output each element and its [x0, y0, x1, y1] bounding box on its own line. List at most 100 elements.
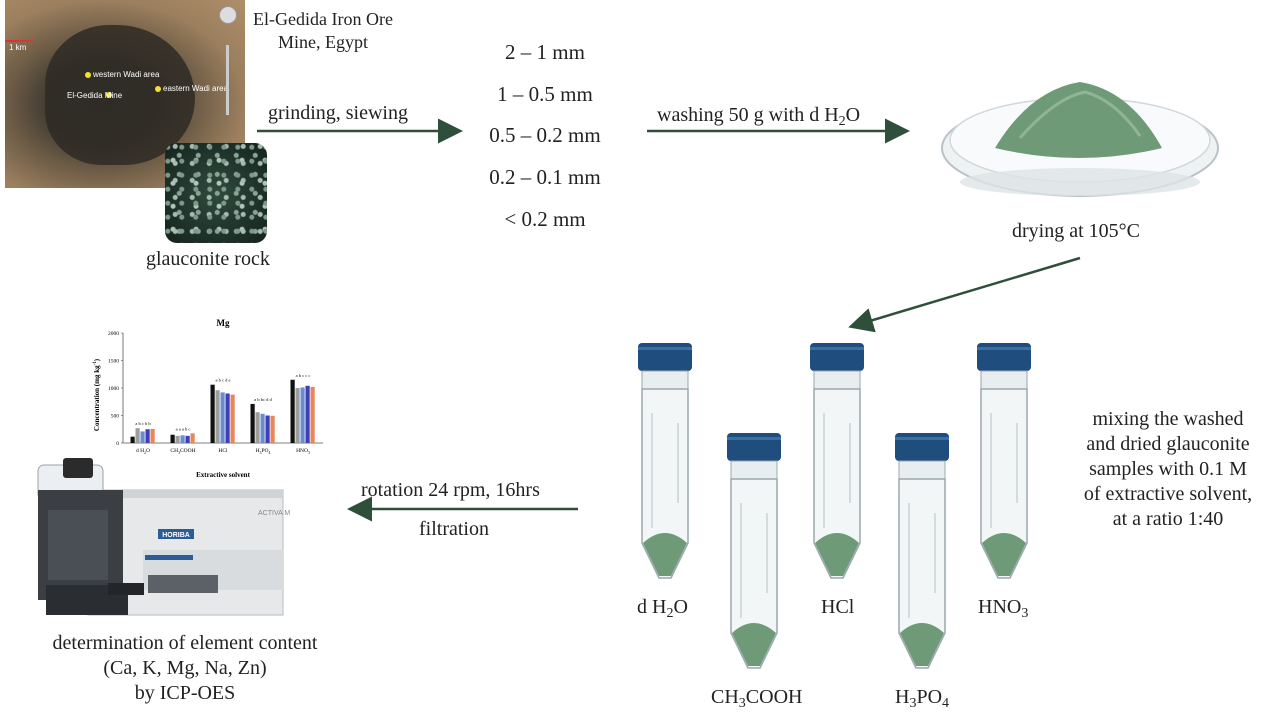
rock-label: glauconite rock — [146, 248, 270, 270]
map-zoom-slider[interactable] — [226, 45, 229, 115]
instrument-brand: HORIBA — [162, 532, 190, 539]
drying-label: drying at 105°C — [1012, 220, 1140, 242]
grinding-label: grinding, siewing — [268, 102, 408, 124]
chart-bar — [150, 428, 155, 443]
chart-category-label: CH3COOH — [170, 448, 195, 455]
tube-label-hcl: HCl — [821, 596, 855, 618]
chart-bar — [290, 379, 295, 443]
map-pin-western — [85, 72, 91, 78]
chart-bar-letters: a b bc d d — [254, 397, 272, 402]
chart-bar — [260, 413, 265, 443]
mixing-text: mixing the washed and dried glauconite s… — [1058, 407, 1278, 532]
chart-ylabel-end: ) — [93, 358, 101, 361]
mg-chart: Mg Concentration (mg kg-1) Extractive so… — [93, 318, 323, 479]
map-place-western: western Wadi area — [93, 70, 160, 79]
map-image: 1 km western Wadi area El-Gedida Mine ea… — [5, 0, 245, 188]
chart-bar — [185, 435, 190, 443]
chart-category-label: H3PO4 — [256, 448, 271, 455]
mixing-line-4: of extractive solvent, — [1083, 483, 1253, 505]
chart-y-tick-label: 0 — [116, 441, 119, 447]
petri-dish — [941, 82, 1219, 197]
map-scale-bar — [5, 40, 33, 42]
tube-label-phos-sub1: 3 — [909, 696, 917, 711]
tube-label-acetic: CH3COOH — [711, 685, 802, 713]
tube-label-nitric-a: HNO — [978, 596, 1022, 618]
fraction-2: 1 – 0.5 mm — [497, 82, 593, 106]
chart-ylabel-sup: -1 — [93, 361, 98, 366]
chart-bar — [130, 436, 135, 443]
svg-text:Concentration (mg kg-1): Concentration (mg kg-1) — [93, 358, 101, 431]
map-title: El-Gedida Iron Ore Mine, Egypt — [238, 8, 408, 53]
chart-y-tick-label: 500 — [111, 414, 120, 420]
rotation-label: rotation 24 rpm, 16hrs — [361, 479, 540, 501]
tube-water — [637, 342, 693, 579]
chart-bar — [190, 433, 195, 443]
washing-label: washing 50 g with d H2O — [657, 103, 860, 131]
chart-category-label: HCl — [218, 448, 228, 454]
mixing-line-1: mixing the washed — [1092, 408, 1244, 430]
map-scale-label: 1 km — [9, 43, 27, 52]
tube-acetic — [726, 432, 782, 669]
tube-label-nitric: HNO3 — [978, 595, 1028, 623]
tube-label-water-b: O — [673, 596, 688, 618]
map-zoom-control[interactable] — [219, 6, 237, 24]
chart-bar — [300, 387, 305, 443]
tube-nitric — [976, 342, 1032, 579]
tube-phosphoric — [894, 432, 950, 669]
chart-bar — [250, 403, 255, 443]
chart-category-label: d H2O — [136, 448, 150, 455]
map-place-eastern: eastern Wadi area — [163, 84, 229, 93]
map-terrain — [45, 25, 195, 165]
tube-label-water-a: d H — [637, 596, 667, 618]
tube-label-phos-b: PO — [916, 686, 943, 708]
glauconite-rock-image — [165, 143, 267, 243]
chart-bar — [225, 393, 230, 443]
determination-line-1: determination of element content — [52, 632, 318, 654]
chart-bar — [255, 412, 260, 443]
chart-bar — [230, 394, 235, 443]
chart-bar — [305, 385, 310, 443]
tube-label-water-sub: 2 — [666, 606, 674, 621]
determination-line-3: by ICP-OES — [134, 682, 236, 704]
tube-label-phosphoric: H3PO4 — [895, 685, 949, 713]
determination-text: determination of element content (Ca, K,… — [0, 631, 370, 706]
tube-hcl — [809, 342, 865, 579]
map-pin-mine — [106, 92, 112, 98]
washing-sub: 2 — [838, 114, 846, 129]
map-pin-eastern — [155, 86, 161, 92]
chart-y-tick-label: 2000 — [108, 331, 119, 337]
chart-category-label: HNO3 — [296, 448, 310, 455]
chart-bar — [175, 435, 180, 443]
chart-x-axis-label: Extractive solvent — [196, 471, 251, 479]
washing-text: washing 50 g with d H — [657, 104, 839, 126]
chart-bar — [145, 429, 150, 443]
chart-bar — [210, 384, 215, 443]
chart-y-axis-label: Concentration (mg kg-1) — [93, 358, 101, 431]
chart-bar — [215, 390, 220, 443]
chart-title: Mg — [217, 318, 230, 328]
determination-line-2: (Ca, K, Mg, Na, Zn) — [103, 657, 267, 679]
chart-y-tick-label: 1000 — [108, 386, 119, 392]
map-place-mine: El-Gedida Mine — [67, 91, 123, 100]
chart-y-tick-label: 1500 — [108, 359, 119, 365]
chart-bar — [180, 435, 185, 443]
tube-label-acetic-a: CH — [711, 686, 739, 708]
fraction-4: 0.2 – 0.1 mm — [489, 165, 601, 189]
mixing-line-5: at a ratio 1:40 — [1112, 508, 1224, 530]
chart-bar — [295, 388, 300, 443]
mixing-line-3: samples with 0.1 M — [1089, 458, 1247, 480]
chart-bar-letters: a a a b c — [176, 426, 191, 431]
tube-label-water: d H2O — [637, 595, 688, 623]
fraction-5: < 0.2 mm — [504, 207, 586, 231]
chart-bar — [170, 434, 175, 443]
chart-bar-letters: a b c c c — [296, 373, 311, 378]
chart-plot-area: 0 500 1000 1500 2000 a b c b b d H2O a a a b c C… — [108, 331, 323, 455]
chart-bar-letters: a b c d e — [216, 378, 231, 383]
arrow-drying — [848, 256, 1081, 333]
chart-bar — [140, 431, 145, 443]
tube-label-nitric-sub: 3 — [1021, 606, 1029, 621]
washing-end: O — [845, 104, 861, 126]
tube-label-acetic-b: COOH — [745, 686, 803, 708]
chart-bar-letters: a b c b b — [135, 421, 151, 426]
